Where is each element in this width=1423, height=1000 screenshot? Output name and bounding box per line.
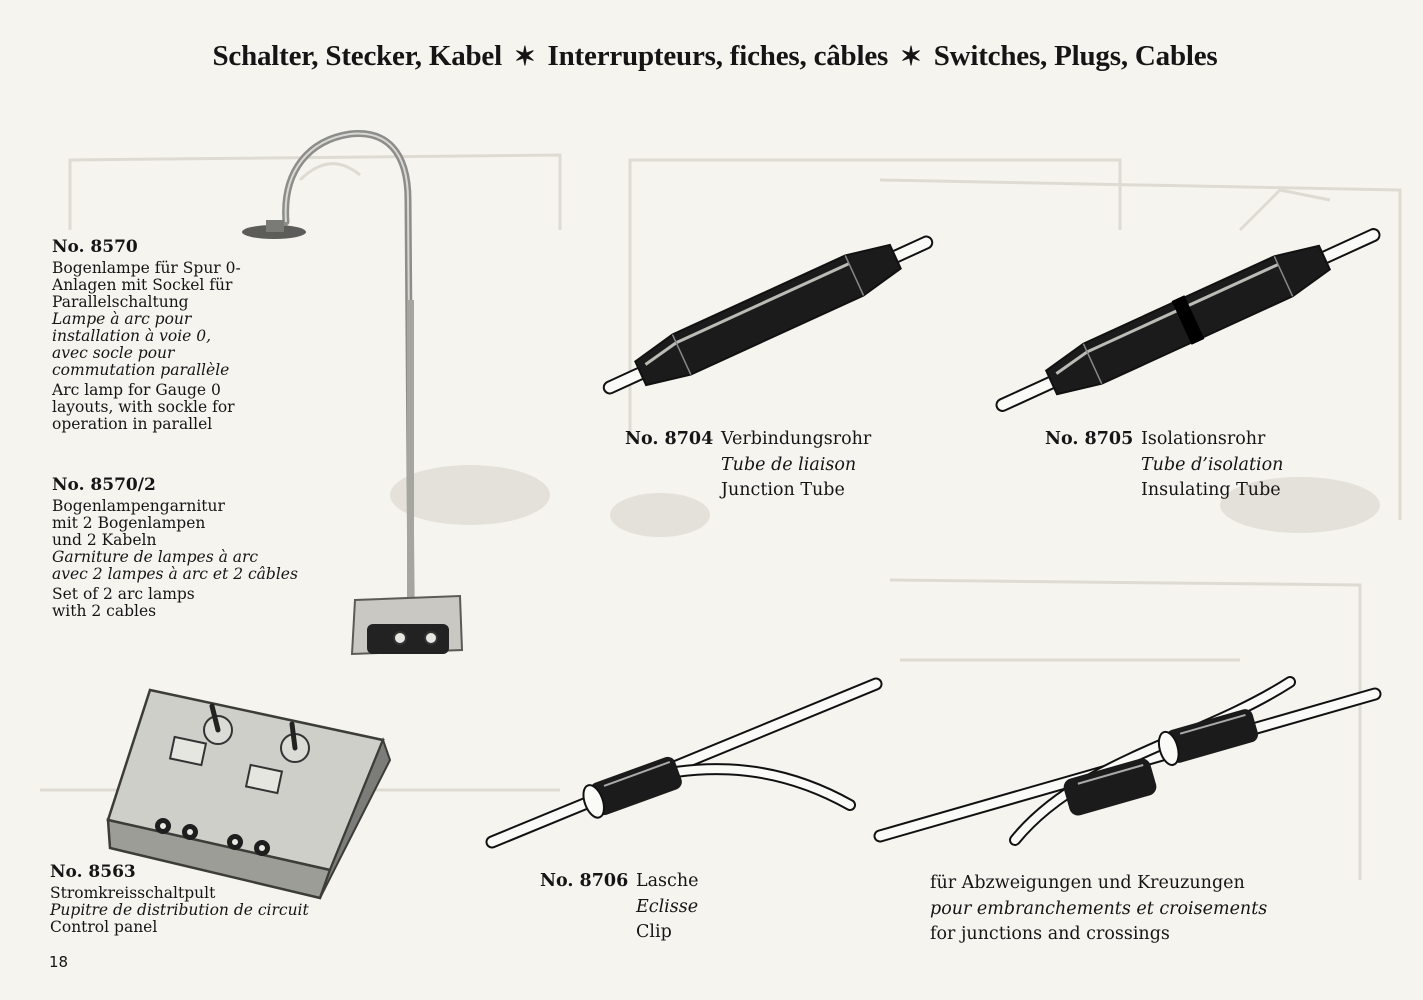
desc-en-line: layouts, with sockle for: [52, 398, 235, 416]
desc-en: Insulating Tube: [1141, 480, 1281, 500]
desc-de: Verbindungsrohr: [721, 429, 872, 449]
desc-de: Lasche: [636, 871, 699, 891]
desc-en-line: with 2 cables: [52, 602, 157, 620]
product-8570-2: No. 8570/2 Bogenlampengarnitur mit 2 Bog…: [52, 477, 298, 620]
desc-fr-line: commutation parallèle: [52, 361, 230, 379]
page-number: 18: [49, 953, 69, 971]
product-number: No. 8563: [50, 862, 136, 882]
desc-fr-line: Lampe à arc pour: [52, 310, 192, 328]
product-8563: No. 8563 Stromkreisschaltpult Pupitre de…: [50, 864, 309, 936]
title-en: Switches, Plugs, Cables: [933, 40, 1218, 72]
desc-fr: Eclisse: [636, 896, 699, 917]
product-number: No. 8570: [52, 237, 138, 257]
product-number: No. 8705: [1045, 429, 1134, 449]
desc-de: Isolationsrohr: [1141, 429, 1266, 449]
product-number: No. 8704: [625, 429, 714, 449]
product-8570: No. 8570 Bogenlampe für Spur 0- Anlagen …: [52, 239, 241, 433]
title-fr: Interrupteurs, fiches, câbles: [547, 40, 889, 72]
desc-de-line: Bogenlampengarnitur: [52, 497, 225, 515]
desc-de-line: Stromkreisschaltpult: [50, 884, 216, 902]
star-separator-icon: ✶: [900, 42, 922, 71]
product-number: No. 8706: [540, 871, 629, 891]
desc-en-line: operation in parallel: [52, 415, 213, 433]
desc-fr-line: Pupitre de distribution de circuit: [50, 901, 309, 919]
insulating-tube-drawing: [995, 228, 1381, 412]
arc-lamp-photo: [242, 130, 464, 656]
title-de: Schalter, Stecker, Kabel: [212, 40, 502, 72]
desc-en-line: Control panel: [50, 918, 158, 936]
desc-fr-line: avec 2 lampes à arc et 2 câbles: [52, 565, 298, 583]
junction-tube-drawing: [602, 235, 934, 395]
desc-de-line: und 2 Kabeln: [52, 531, 157, 549]
desc-en-line: Arc lamp for Gauge 0: [52, 381, 221, 399]
desc-en-line: Set of 2 arc lamps: [52, 585, 195, 603]
desc-de-line: Anlagen mit Sockel für: [52, 276, 233, 294]
product-number: No. 8570/2: [52, 475, 156, 495]
junction-clips-drawing: [873, 676, 1382, 846]
desc-fr: Tube de liaison: [721, 454, 857, 475]
desc-de: für Abzweigungen und Kreuzungen: [930, 873, 1245, 893]
product-8706: No. 8706 Lasche Eclisse Clip: [540, 869, 698, 946]
desc-fr: Tube d’isolation: [1141, 454, 1284, 475]
desc-en: Clip: [636, 922, 672, 942]
junctions-caption: für Abzweigungen und Kreuzungen pour emb…: [930, 871, 1267, 948]
control-panel-photo: [106, 688, 392, 900]
star-separator-icon: ✶: [513, 42, 536, 71]
clip-drawing: [485, 677, 883, 849]
desc-fr-line: avec socle pour: [52, 344, 175, 362]
desc-de-line: Bogenlampe für Spur 0-: [52, 259, 241, 277]
page-title: Schalter, Stecker, Kabel ✶ Interrupteurs, …: [0, 40, 1423, 73]
desc-en: Junction Tube: [721, 480, 845, 500]
desc-fr: pour embranchements et croisements: [930, 898, 1268, 919]
desc-en: for junctions and crossings: [930, 924, 1170, 944]
desc-de-line: mit 2 Bogenlampen: [52, 514, 206, 532]
desc-fr-line: installation à voie 0,: [52, 327, 212, 345]
desc-fr-line: Garniture de lampes à arc: [52, 548, 259, 566]
desc-de-line: Parallelschaltung: [52, 293, 189, 311]
